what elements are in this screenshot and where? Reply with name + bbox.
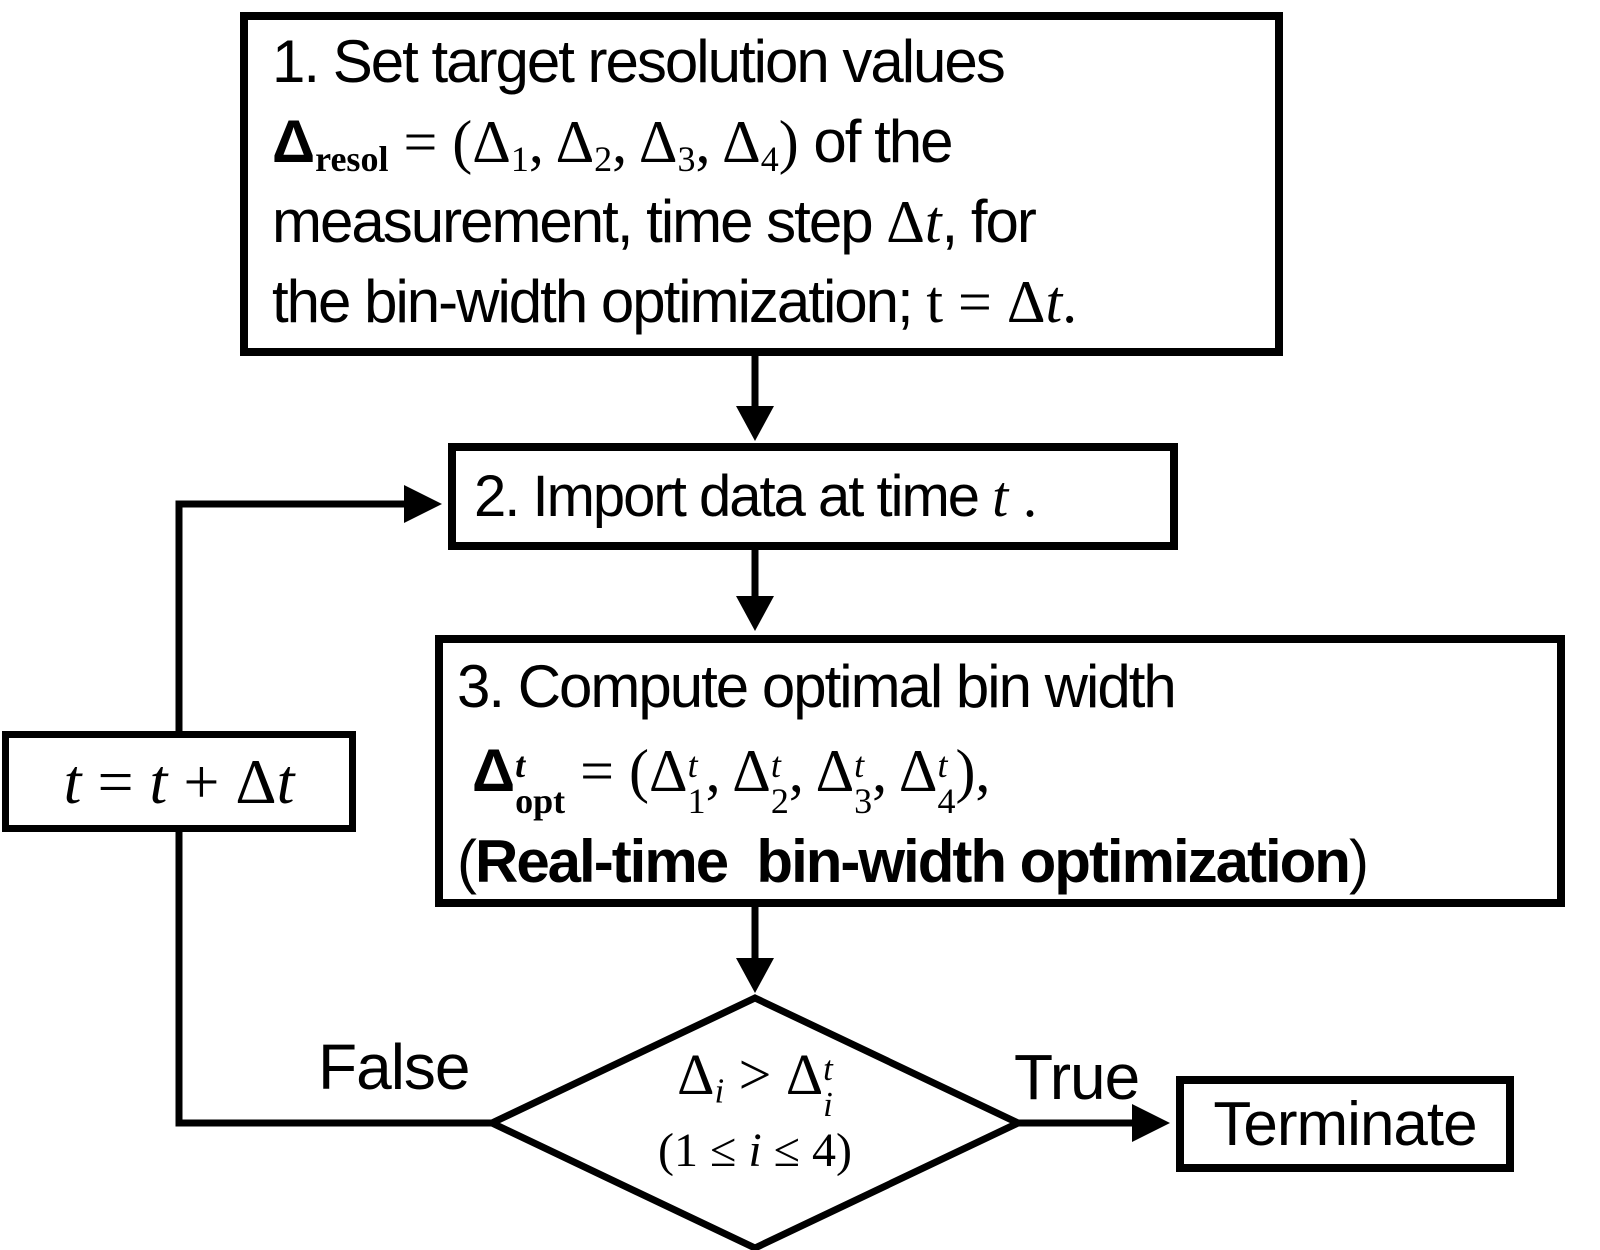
branch-label-true: True — [1014, 1041, 1140, 1113]
arrowhead-right-icon — [404, 485, 442, 523]
arrowhead-right-icon — [1132, 1104, 1170, 1142]
arrowhead-down-icon — [736, 596, 774, 631]
time-update-expression: t = t + Δt — [63, 746, 295, 817]
branch-label-false: False — [318, 1031, 470, 1103]
step1-line-3: measurement, time step Δt, for — [272, 188, 1037, 255]
step2-line: 2. Import data at time t . — [474, 464, 1038, 529]
step3-line-1: 3. Compute optimal bin width — [457, 653, 1177, 720]
decision-diamond — [483, 994, 1027, 1250]
step3-line-3: (Real-time bin-width optimization) — [457, 828, 1369, 896]
step1-line-2: Δresol = (Δ1, Δ2, Δ3, Δ4) of the — [272, 108, 954, 179]
arrowhead-down-icon — [736, 406, 774, 441]
step1-line-1: 1. Set target resolution values — [272, 28, 1006, 95]
step1-line-4: the bin-width optimization; t = Δt. — [272, 268, 1078, 335]
arrowhead-down-icon — [736, 958, 774, 993]
time-update-box: t = t + Δt — [2, 731, 356, 832]
step2-box: 2. Import data at time t . — [448, 443, 1178, 550]
step1-box: 1. Set target resolution values Δresol =… — [240, 12, 1283, 356]
terminate-label: Terminate — [1213, 1089, 1477, 1159]
terminate-box: Terminate — [1176, 1076, 1514, 1172]
decision-range: (1 ≤ i ≤ 4) — [658, 1124, 852, 1178]
